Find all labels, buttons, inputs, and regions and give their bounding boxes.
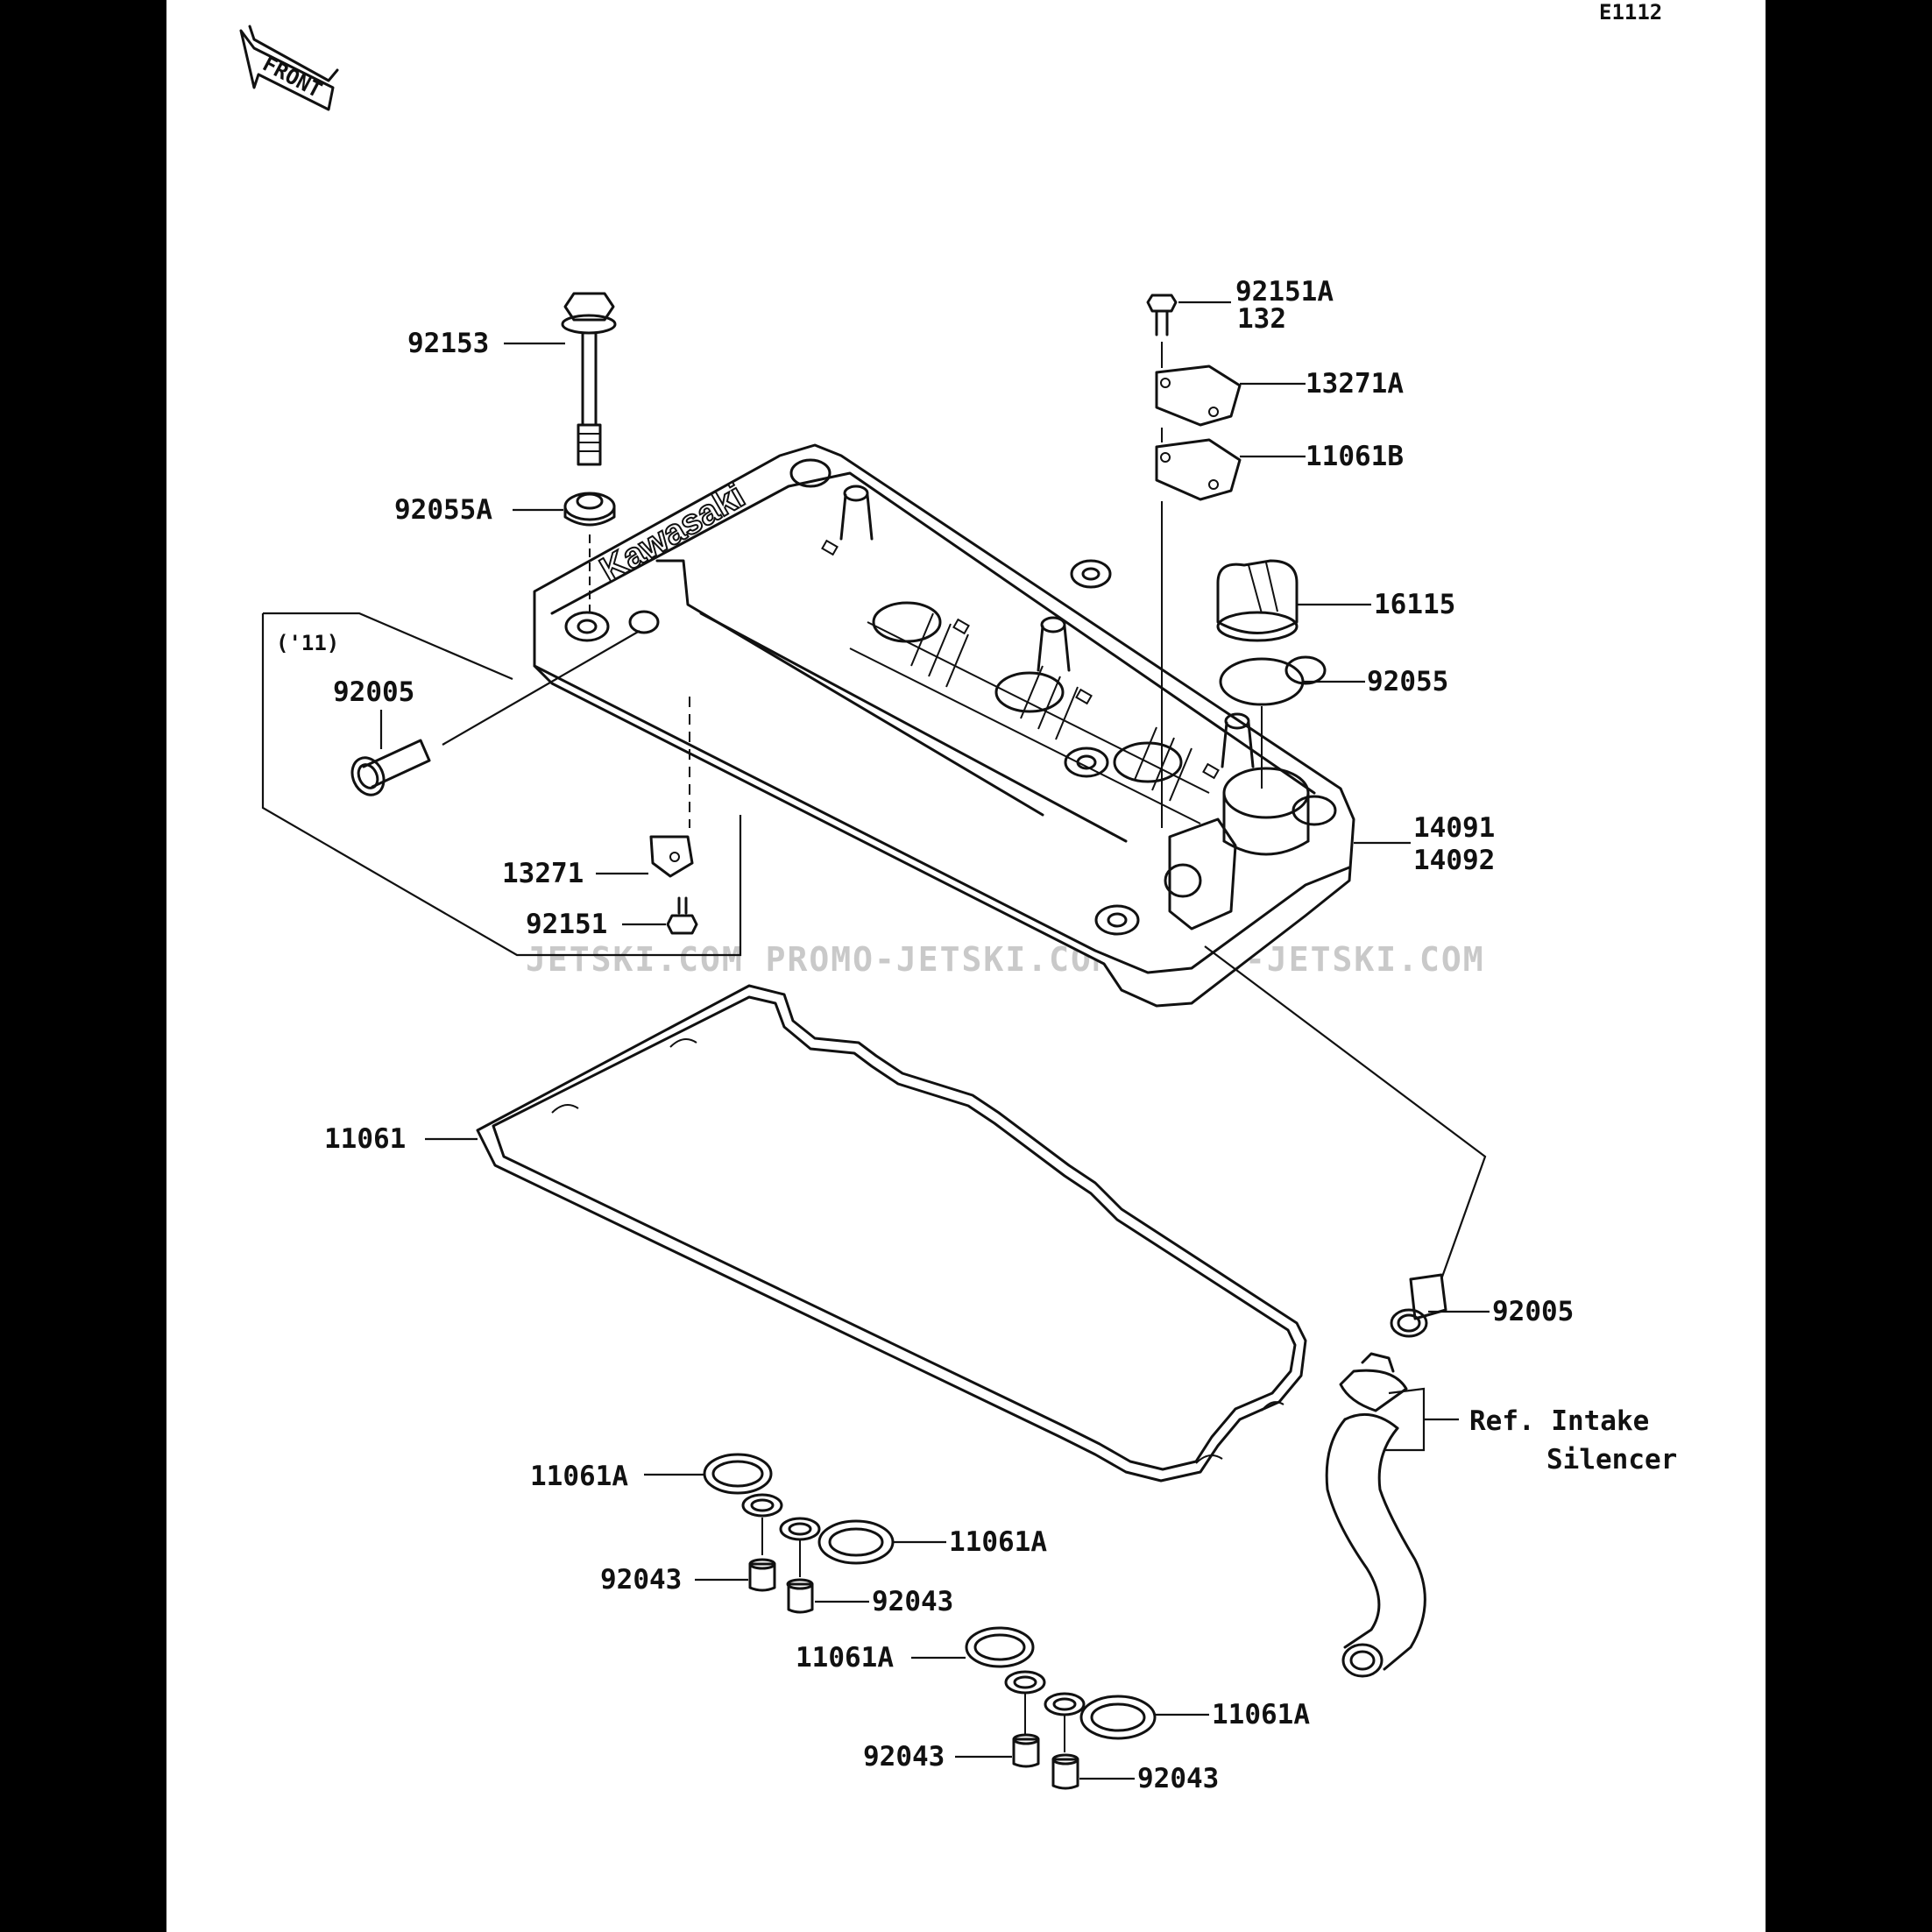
label-11061a-1: 11061A <box>530 1461 628 1492</box>
bolt-92153 <box>561 292 617 466</box>
gasket-11061b <box>1155 438 1242 501</box>
label-11061: 11061 <box>324 1123 406 1155</box>
label-92005-right: 92005 <box>1492 1296 1574 1327</box>
dowel-92043-2 <box>786 1578 814 1614</box>
label-92151: 92151 <box>526 909 607 940</box>
label-11061b: 11061B <box>1306 441 1404 472</box>
label-14092: 14092 <box>1413 845 1495 876</box>
small-seal-2 <box>779 1517 821 1541</box>
seal-11061a-1 <box>703 1453 773 1495</box>
ref-intake-line1: Ref. Intake <box>1469 1405 1649 1437</box>
label-92153: 92153 <box>407 328 489 359</box>
label-92055a: 92055A <box>394 494 492 526</box>
plate-13271a <box>1155 364 1242 427</box>
label-14091: 14091 <box>1413 812 1495 844</box>
bolt-92151 <box>666 896 698 935</box>
grommet-92055a <box>563 492 616 527</box>
label-11061a-2: 11061A <box>949 1526 1047 1558</box>
watermark: JETSKI.COM PROMO-JETSKI.COM PROMO-JETSKI… <box>526 940 1485 979</box>
oil-cap-16115 <box>1216 559 1299 642</box>
label-92043-3: 92043 <box>863 1741 945 1773</box>
seal-11061a-4 <box>1079 1695 1157 1740</box>
ref-intake-line2: Silencer <box>1546 1444 1677 1476</box>
dowel-92043-4 <box>1051 1753 1079 1790</box>
label-13271: 13271 <box>502 858 584 889</box>
o-ring-92055 <box>1219 657 1305 706</box>
dowel-92043-1 <box>748 1558 776 1592</box>
small-seal-1 <box>741 1493 783 1518</box>
fitting-92005-left <box>350 739 431 796</box>
seal-11061a-2 <box>817 1519 895 1565</box>
small-seal-4 <box>1044 1692 1086 1716</box>
breather-hose <box>1325 1352 1426 1678</box>
seal-11061a-3 <box>965 1626 1035 1668</box>
label-11061a-3: 11061A <box>796 1642 894 1674</box>
bolt-92151a <box>1146 294 1178 336</box>
gasket-11061 <box>476 984 1307 1483</box>
parts-diagram: E1112 FRONT JETSKI.COM PROMO-JETSKI.COM … <box>239 0 1677 1794</box>
front-label: FRONT <box>258 52 326 103</box>
diagram-sheet: E1112 FRONT JETSKI.COM PROMO-JETSKI.COM … <box>166 0 1766 1932</box>
label-92055: 92055 <box>1367 666 1448 697</box>
label-92043-4: 92043 <box>1137 1763 1219 1794</box>
small-seal-3 <box>1004 1670 1046 1695</box>
label-92151a: 92151A <box>1235 276 1334 308</box>
label-92005-left: 92005 <box>333 676 414 708</box>
cylinder-head-cover: Kawasaki <box>533 443 1355 1008</box>
label-92043-1: 92043 <box>600 1564 682 1596</box>
label-16115: 16115 <box>1374 589 1455 620</box>
diagram-code: E1112 <box>1599 0 1662 25</box>
label-132: 132 <box>1237 303 1286 335</box>
fitting-92005-right <box>1390 1273 1447 1338</box>
dowel-92043-3 <box>1012 1733 1040 1768</box>
label-92043-2: 92043 <box>872 1586 953 1617</box>
year-bracket <box>261 612 742 957</box>
plate-13271 <box>649 835 694 878</box>
label-13271a: 13271A <box>1306 368 1404 400</box>
label-11061a-4: 11061A <box>1212 1699 1310 1730</box>
front-arrow-icon: FRONT <box>239 25 339 111</box>
year-note: ('11) <box>276 631 339 655</box>
